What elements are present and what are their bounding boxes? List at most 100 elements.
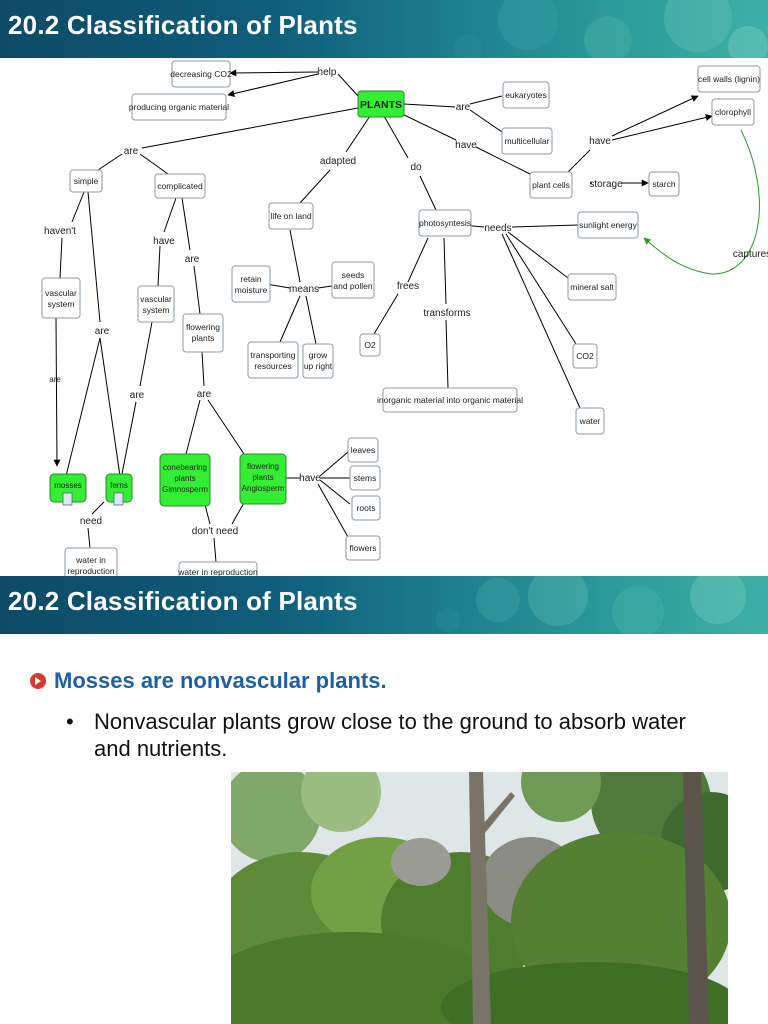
node-cell-walls[interactable] [697,65,761,93]
node-mineral-salt[interactable] [567,273,617,301]
node-label: producing organic material [129,102,229,112]
node-label: clorophyll [715,107,751,117]
link-label: have [589,136,611,147]
main-bullet: Mosses are nonvascular plants. [30,668,387,694]
node-label: O2 [364,340,376,350]
link-label: are [456,102,471,113]
node-label: water [579,416,601,426]
node-label: water in reproduction [177,567,258,576]
node-label: stems [354,473,377,483]
node-label: cell walls (lignin) [698,74,760,84]
node-label: CO2 [576,351,594,361]
node-label: mosses [54,481,82,490]
node-flowers[interactable] [345,535,381,561]
node-label: roots [357,503,376,513]
link-label: means [289,284,319,295]
node-inorganic[interactable] [382,387,518,413]
node-water-in-reproduction-2[interactable] [178,561,258,576]
link-label: needs [484,223,511,234]
link-label: have [455,140,477,151]
node-label: life on land [270,211,311,221]
node-transporting[interactable] [247,341,299,379]
node-roots[interactable] [351,495,381,521]
attachment-icon[interactable] [113,492,124,506]
node-label: plant cells [532,180,570,190]
node-decreasing-co2[interactable] [171,60,231,88]
node-co2[interactable] [572,343,598,369]
node-conebearing[interactable] [159,453,211,507]
bullet-dot-icon: • [66,709,74,734]
node-photosyntesis[interactable] [418,209,472,237]
link-label: don't need [192,526,238,537]
banner-decoration-icon [454,0,768,58]
node-label: starch [652,179,675,189]
node-clorophyll[interactable] [711,98,755,126]
concept-map: help are have are adapted do have storag… [0,58,768,576]
node-vascular-system-2[interactable] [137,285,175,323]
main-bullet-text: Mosses are nonvascular plants. [54,668,387,693]
link-label: help [318,67,337,78]
link-label: transforms [423,308,470,319]
node-plants-label: PLANTS [360,99,402,111]
node-vascular-system[interactable] [41,277,81,319]
node-starch[interactable] [648,171,680,197]
link-label: haven't [44,226,76,237]
node-seeds-pollen[interactable] [331,261,375,299]
node-complicated[interactable] [154,173,206,199]
slide-title-banner: 20.2 Classification of Plants [0,0,768,58]
link-label: frees [397,281,419,292]
node-life-on-land[interactable] [268,202,314,230]
node-stems[interactable] [349,465,381,491]
node-sunlight-energy[interactable] [577,211,639,239]
link-label: are [95,326,110,337]
link-label: have [153,236,175,247]
link-label: are [49,375,61,384]
node-producing-organic[interactable] [131,93,227,121]
node-label: leaves [351,445,376,455]
node-retain-moisture[interactable] [231,265,271,303]
concept-map-links [53,69,713,563]
link-label: do [410,162,422,173]
slide-title: 20.2 Classification of Plants [8,10,358,40]
moss-rocks-photo [231,772,728,1024]
node-flowering-angiosperm[interactable] [239,453,287,505]
node-label: sunlight energy [579,220,637,230]
node-label: inorganic material into organic material [377,395,523,405]
node-grow-upright[interactable] [302,343,334,379]
link-label: need [80,516,102,527]
node-water[interactable] [575,407,605,435]
banner-decoration-icon [436,576,746,634]
node-label: decreasing CO2 [170,69,232,79]
node-eukaryotes[interactable] [502,81,550,109]
link-label: are [130,390,145,401]
link-label: storage [589,179,623,190]
node-plants[interactable] [357,90,405,118]
slide-title: 20.2 Classification of Plants [8,586,358,616]
node-label: ferns [110,481,128,490]
attachment-icon[interactable] [62,492,73,506]
node-leaves[interactable] [347,437,379,463]
node-simple[interactable] [69,169,103,193]
node-flowering-plants[interactable] [182,313,224,353]
node-label: eukaryotes [505,90,547,100]
node-label: mineral salt [570,282,614,292]
node-plant-cells[interactable] [529,171,573,199]
link-label: are [197,389,212,400]
node-o2[interactable] [359,333,381,357]
sub-bullet-text: Nonvascular plants grow close to the gro… [94,709,686,761]
captures-link [643,129,760,275]
node-label: photosyntesis [419,218,471,228]
node-water-in-reproduction[interactable] [64,547,118,576]
node-label: complicated [157,181,203,191]
node-multicellular[interactable] [501,127,553,155]
